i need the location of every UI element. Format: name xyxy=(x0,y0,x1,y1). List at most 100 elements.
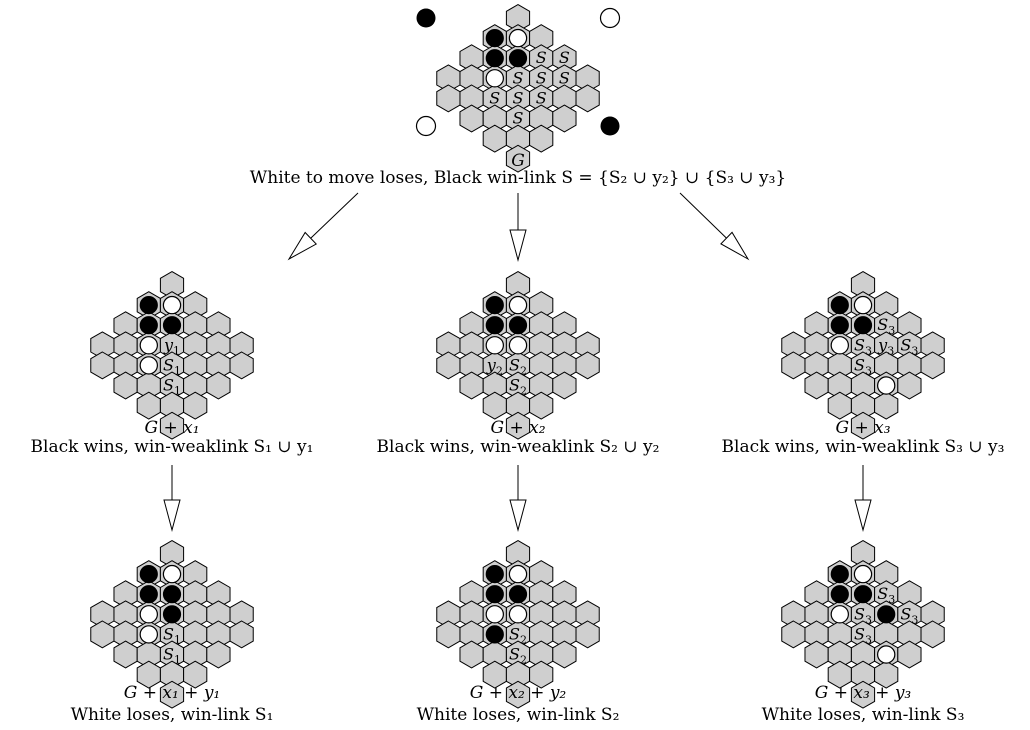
black-stone xyxy=(830,316,849,335)
black-stone xyxy=(830,585,849,604)
hex-cell xyxy=(897,640,922,669)
white-stone xyxy=(485,336,504,355)
hex-cell xyxy=(874,660,899,689)
white-stone xyxy=(139,336,158,355)
panel-caption-gx2: Black wins, win-weaklink S₂ ∪ y₂ xyxy=(377,437,660,457)
cell-mark-s3: S3 xyxy=(854,355,872,377)
cell-mark-y1: y1 xyxy=(163,335,180,357)
hex-cell xyxy=(90,620,115,649)
cell-mark-s: S xyxy=(559,48,570,67)
black-stone xyxy=(830,565,849,584)
cell-mark-s1: S1 xyxy=(163,645,181,667)
arrow-to-gx1y1 xyxy=(163,465,181,532)
hex-cell xyxy=(436,620,461,649)
cell-mark-s: S xyxy=(513,88,524,107)
arrow-to-gx3 xyxy=(679,192,750,261)
white-stone xyxy=(508,605,528,624)
arrows-layer xyxy=(163,192,872,532)
black-stone xyxy=(830,296,849,315)
black-stone xyxy=(508,585,528,604)
hex-cell xyxy=(529,124,554,153)
black-stone xyxy=(139,565,158,584)
hex-cell xyxy=(459,104,484,133)
panel-name-gx3y3: G + x₃ + y₃ xyxy=(815,683,912,703)
hex-cell xyxy=(206,371,231,400)
black-edge-marker xyxy=(600,116,620,136)
hex-cell xyxy=(552,371,577,400)
panel-name-gx1: G + x₁ xyxy=(144,418,199,438)
hex-cell xyxy=(459,371,484,400)
panel-name-gx3: G + x₃ xyxy=(835,418,890,438)
hex-cell xyxy=(575,351,600,380)
panel-caption-gx3y3: White loses, win-link S₃ xyxy=(762,705,965,725)
black-stone xyxy=(853,585,873,604)
black-stone xyxy=(485,49,504,68)
hex-cell xyxy=(920,351,945,380)
hex-cell xyxy=(781,620,806,649)
white-stone xyxy=(508,295,528,315)
black-stone xyxy=(139,585,158,604)
hex-cell xyxy=(482,124,507,153)
black-stone xyxy=(508,316,528,335)
cell-mark-y2: y2 xyxy=(486,355,503,377)
cell-mark-s1: S1 xyxy=(163,376,181,398)
cell-mark-s: S xyxy=(536,68,547,87)
white-stone xyxy=(830,336,849,355)
cell-mark-s3: S3 xyxy=(900,335,918,357)
black-stone xyxy=(162,585,182,604)
hex-cell xyxy=(529,391,554,420)
hex-cell xyxy=(804,371,829,400)
black-stone xyxy=(485,316,504,335)
white-stone xyxy=(877,376,896,395)
hex-cell xyxy=(505,680,531,709)
panel-caption-gx1y1: White loses, win-link S₁ xyxy=(71,705,274,725)
cell-mark-s: S xyxy=(513,68,524,87)
white-stone xyxy=(139,356,158,375)
hex-cell xyxy=(183,391,208,420)
hex-cell xyxy=(505,144,531,173)
cell-mark-s: S xyxy=(513,109,524,128)
panel-caption-gx2y2: White loses, win-link S₂ xyxy=(417,705,620,725)
white-stone xyxy=(508,28,528,48)
black-stone xyxy=(508,49,528,68)
panel-name-gx2: G + x₂ xyxy=(490,418,545,438)
black-stone xyxy=(485,625,504,644)
hex-cell xyxy=(159,680,185,709)
panel-name-gx2y2: G + x₂ + y₂ xyxy=(470,683,567,703)
cell-mark-s3: S3 xyxy=(854,624,872,646)
hex-cell xyxy=(206,640,231,669)
hex-cell xyxy=(436,351,461,380)
black-stone xyxy=(485,296,504,315)
cell-mark-s3: S3 xyxy=(877,584,895,606)
white-edge-marker xyxy=(599,7,621,29)
black-stone xyxy=(139,316,158,335)
white-stone xyxy=(508,336,528,355)
cell-mark-s2: S2 xyxy=(509,645,527,667)
white-edge-marker xyxy=(415,115,437,137)
black-stone xyxy=(485,585,504,604)
cell-mark-y3: y3 xyxy=(877,335,894,357)
panel-name-gx1y1: G + x₁ + y₁ xyxy=(124,683,221,703)
cell-mark-s2: S2 xyxy=(509,355,527,377)
white-stone xyxy=(139,625,158,644)
white-stone xyxy=(485,605,504,624)
arrow-to-gx2 xyxy=(509,193,527,262)
arrow-to-gx3y3 xyxy=(854,465,872,532)
hex-cell xyxy=(159,411,185,440)
black-stone xyxy=(139,296,158,315)
hex-cell xyxy=(459,640,484,669)
hex-cell xyxy=(183,660,208,689)
cell-mark-s3: S3 xyxy=(854,604,872,626)
panel-caption-gx1: Black wins, win-weaklink S₁ ∪ y₁ xyxy=(31,437,314,457)
white-stone xyxy=(508,564,528,584)
cell-mark-s3: S3 xyxy=(877,315,895,337)
white-stone xyxy=(485,69,504,88)
hex-cell xyxy=(90,351,115,380)
white-stone xyxy=(853,564,873,584)
white-stone xyxy=(877,645,896,664)
hex-cell xyxy=(113,371,138,400)
